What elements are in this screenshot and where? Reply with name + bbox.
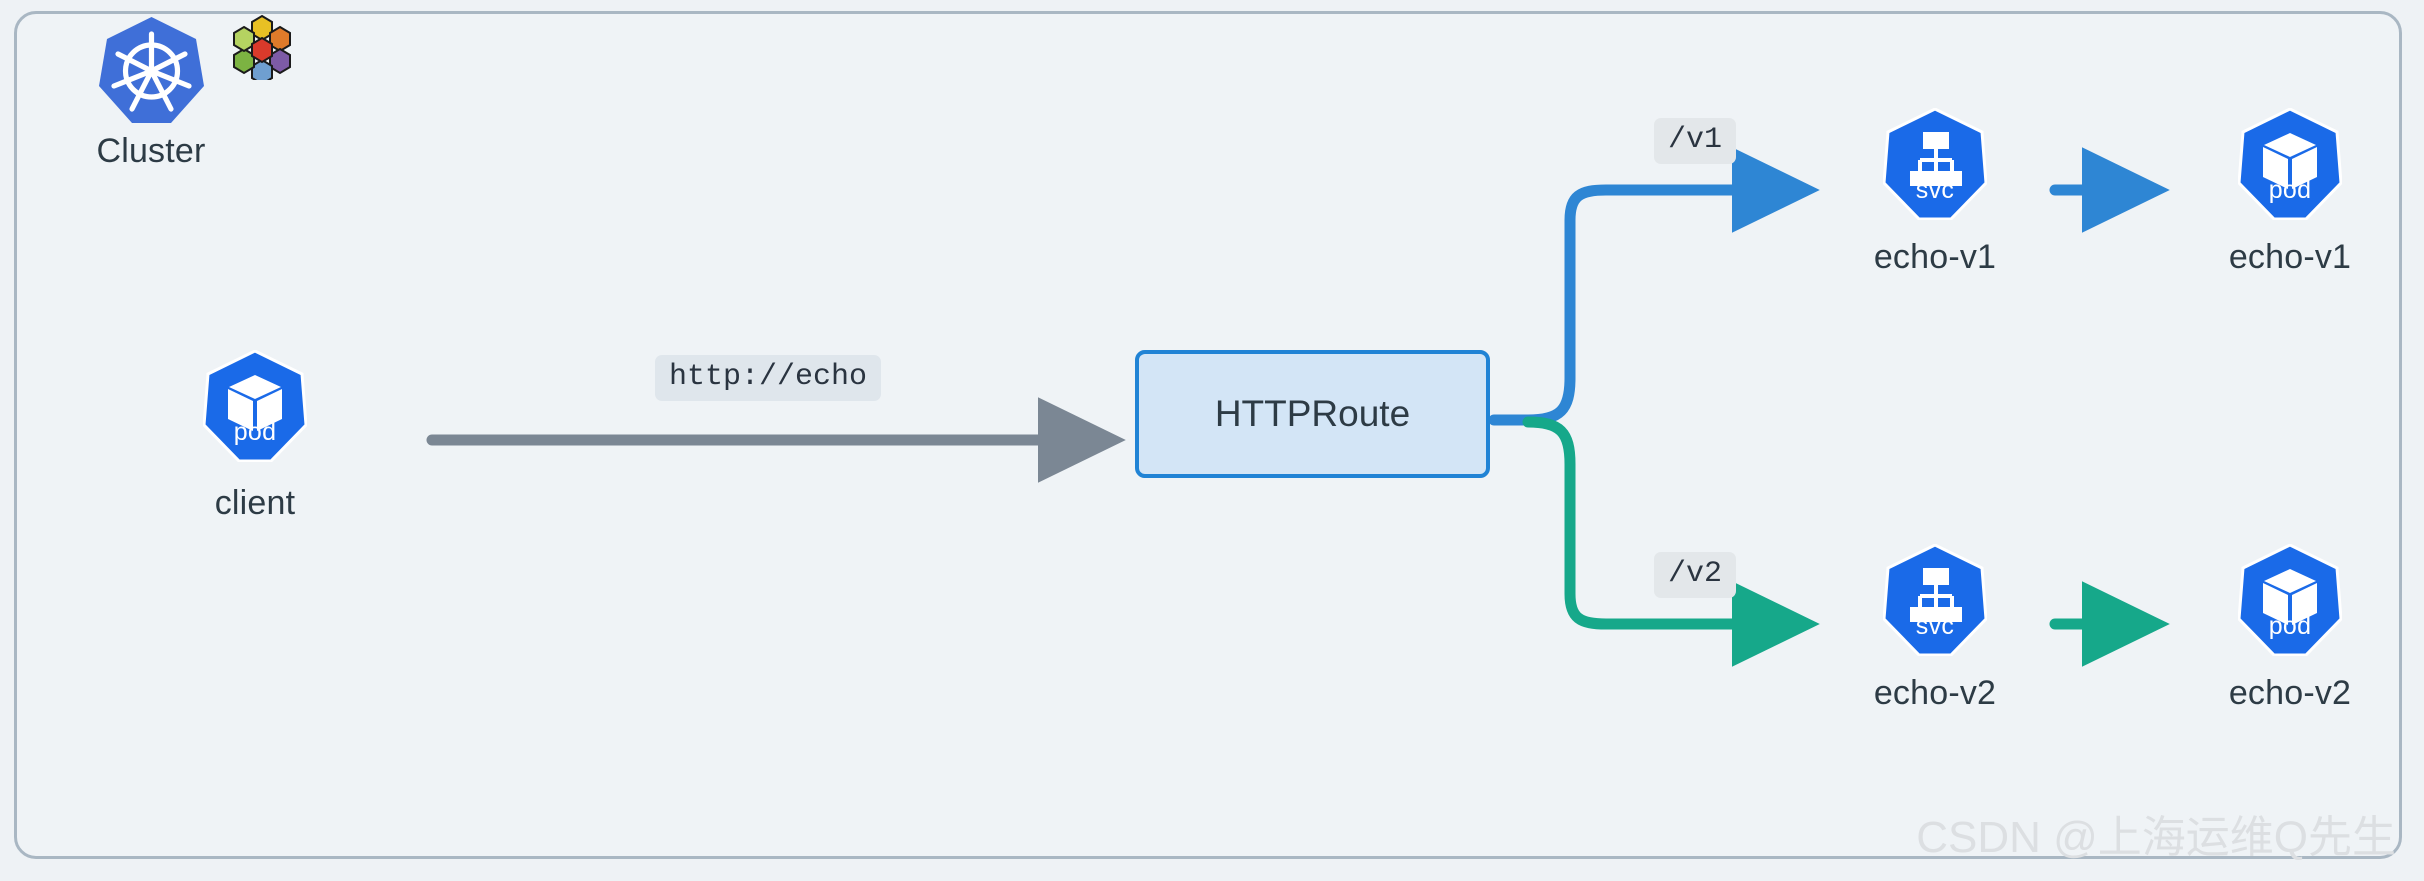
pod-label-echo-v2: echo-v2 <box>2228 674 2352 712</box>
path-chip-v1: /v1 <box>1654 118 1737 164</box>
service-icon: svc <box>1883 108 1987 220</box>
pod-icon: pod <box>2238 108 2342 220</box>
hexagon-cluster-icon <box>228 14 296 86</box>
client-label: client <box>214 484 296 522</box>
pod-icon: pod <box>2238 544 2342 656</box>
service-label-echo-v2: echo-v2 <box>1873 674 1997 712</box>
httproute-box[interactable]: HTTPRoute <box>1135 350 1490 478</box>
pod-node-echo-v1: pod echo-v1 <box>2185 108 2395 277</box>
service-icon: svc <box>1883 544 1987 656</box>
cluster-label: Cluster <box>96 132 206 170</box>
service-node-echo-v1: svc echo-v1 <box>1830 108 2040 277</box>
httproute-label: HTTPRoute <box>1214 393 1411 434</box>
pod-icon: pod <box>203 350 307 462</box>
pod-label-echo-v1: echo-v1 <box>2228 238 2352 276</box>
cluster-node: Cluster <box>36 14 266 171</box>
client-node: pod client <box>150 350 360 523</box>
path-chip-v2: /v2 <box>1654 552 1737 598</box>
kubernetes-helm-wheel-icon <box>98 14 204 126</box>
service-label-echo-v1: echo-v1 <box>1873 238 1997 276</box>
service-node-echo-v2: svc echo-v2 <box>1830 544 2040 713</box>
watermark-text: CSDN @上海运维Q先生 <box>1916 813 2396 862</box>
pod-node-echo-v2: pod echo-v2 <box>2185 544 2395 713</box>
request-url-chip: http://echo <box>655 355 882 401</box>
